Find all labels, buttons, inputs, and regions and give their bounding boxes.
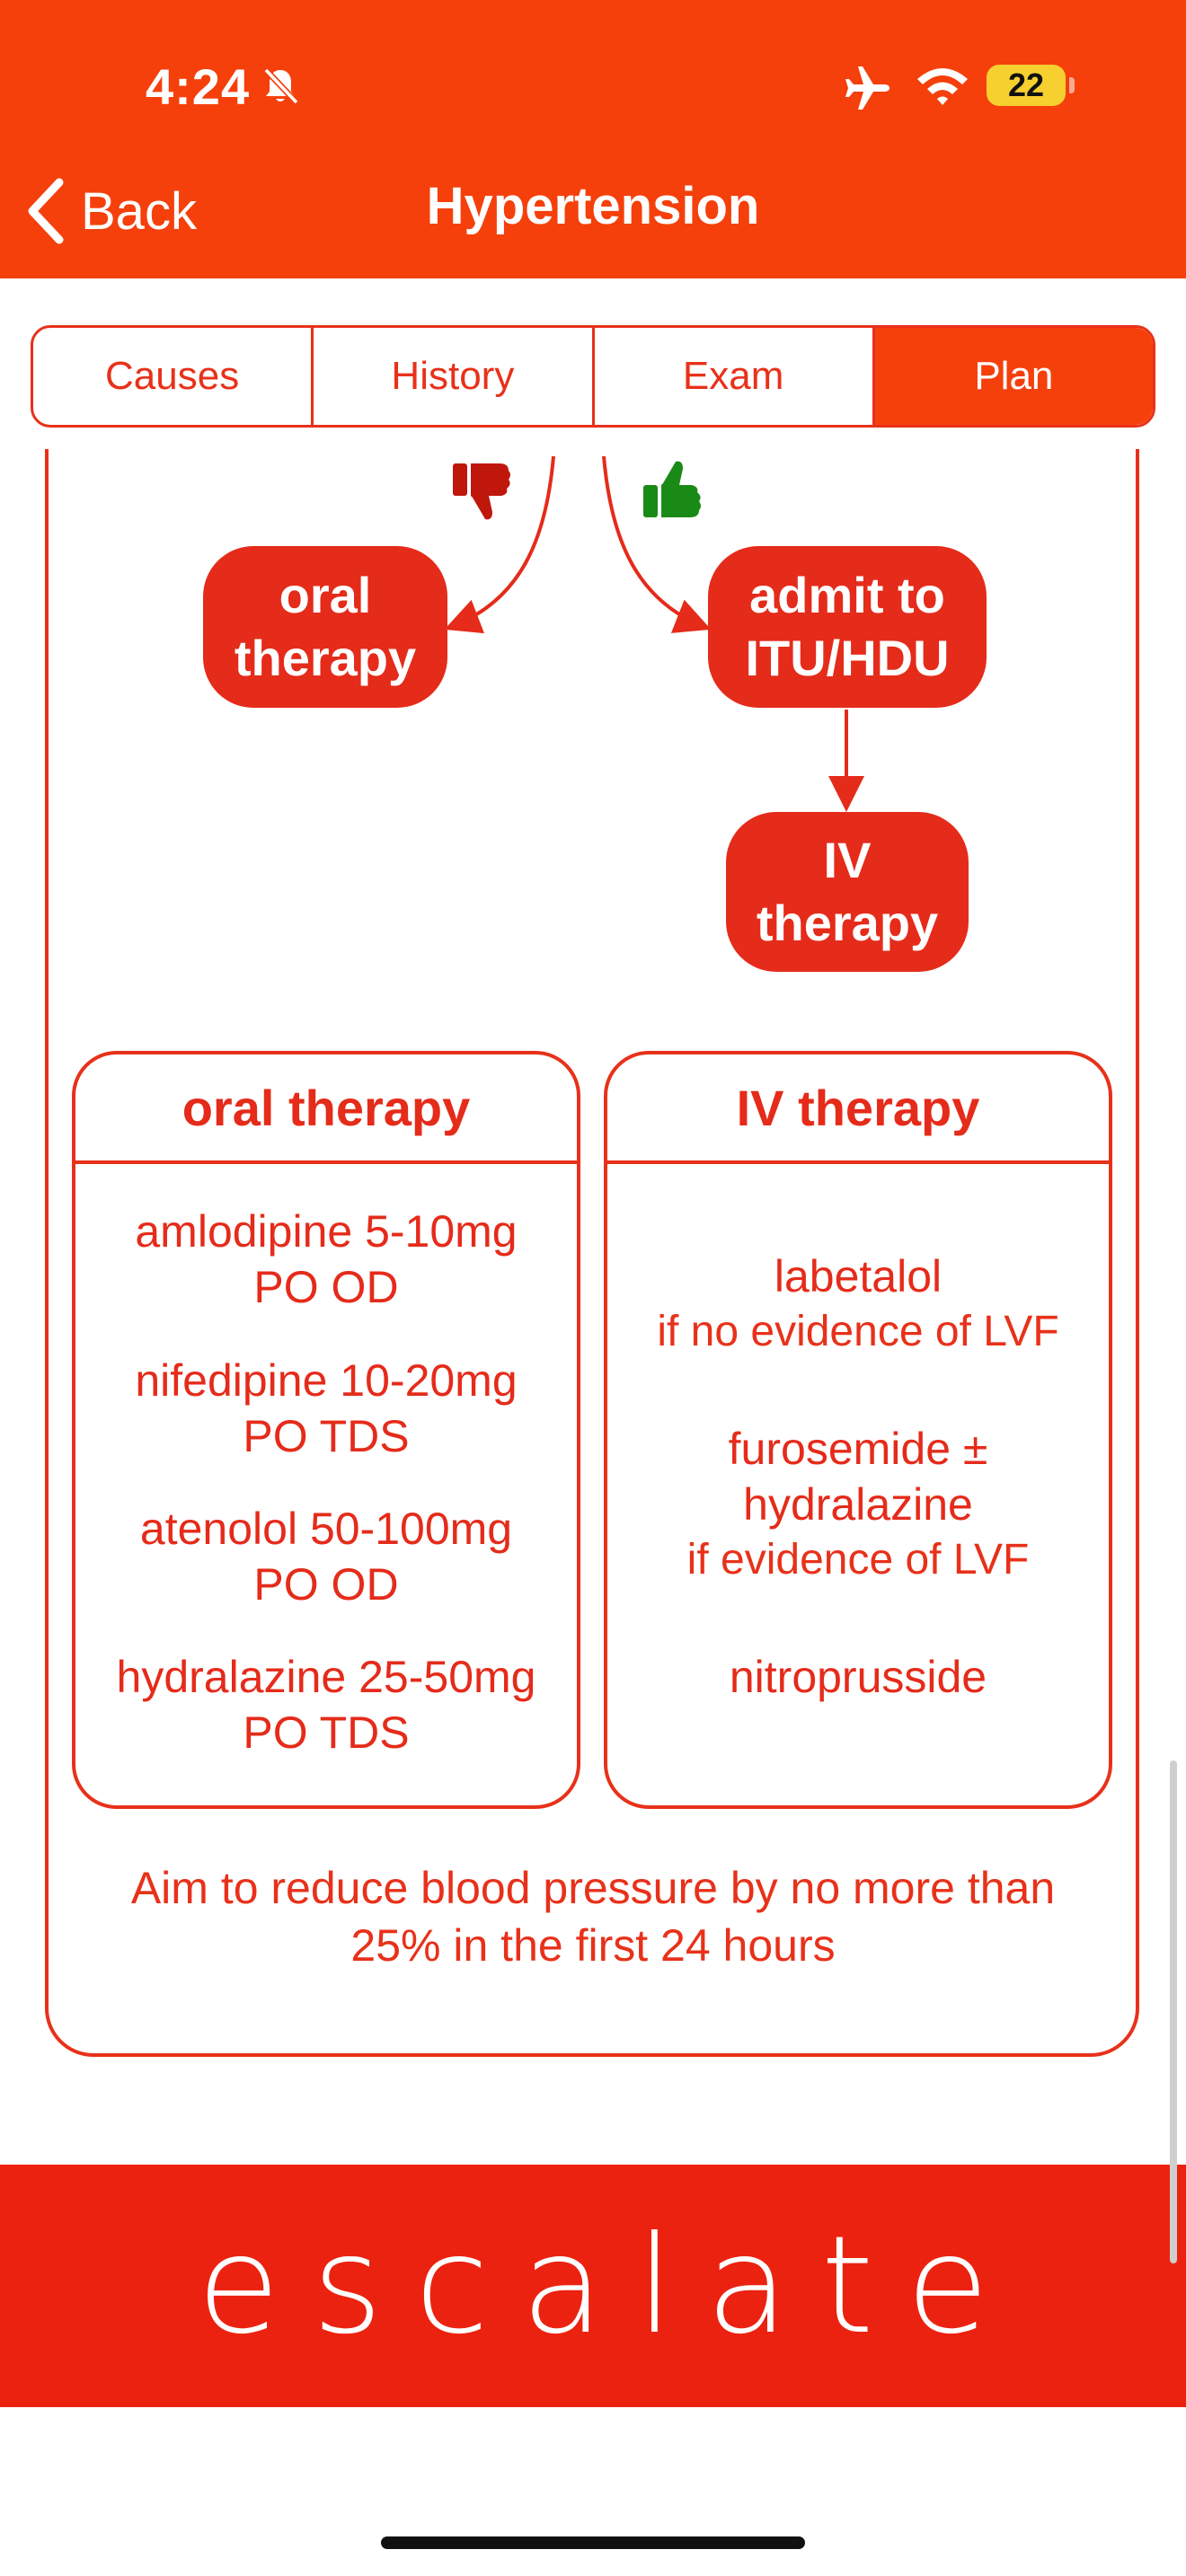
iv-therapy-box: IV therapy labetalol if no evidence of L… [604, 1051, 1112, 1809]
oral-drug-atenolol: atenolol 50-100mg PO OD [75, 1501, 577, 1612]
section-tabs: Causes History Exam Plan [31, 325, 1155, 428]
escalate-label: escalate [197, 2208, 1022, 2364]
scroll-indicator[interactable] [1170, 1760, 1177, 2263]
drug-name: hydralazine 25-50mg [116, 1652, 536, 1702]
oral-therapy-title: oral therapy [75, 1054, 577, 1164]
airplane-icon [845, 66, 890, 110]
drug-dose: PO OD [253, 1262, 399, 1312]
drug-name: atenolol 50-100mg [139, 1504, 513, 1554]
iv-drug-nitroprusside: nitroprusside [607, 1649, 1109, 1705]
page-title: Hypertension [426, 177, 760, 235]
oral-drug-amlodipine: amlodipine 5-10mg PO OD [75, 1204, 577, 1315]
home-indicator[interactable] [381, 2536, 805, 2549]
node-admit-itu: admit to ITU/HDU [708, 546, 987, 708]
node-oral-line1: oral [279, 567, 372, 623]
node-oral-line2: therapy [234, 630, 417, 686]
node-iv-therapy: IV therapy [726, 812, 969, 972]
iv-drug-labetalol: labetalol if no evidence of LVF [607, 1248, 1109, 1360]
drug-name: labetalol [774, 1251, 943, 1301]
escalate-button[interactable]: escalate [0, 2165, 1186, 2407]
oral-drug-nifedipine: nifedipine 10-20mg PO TDS [75, 1353, 577, 1464]
iv-therapy-title: IV therapy [607, 1054, 1109, 1164]
chevron-left-icon [28, 178, 64, 244]
drug-name: nifedipine 10-20mg [135, 1355, 518, 1406]
oral-drug-hydralazine: hydralazine 25-50mg PO TDS [75, 1649, 577, 1760]
drug-dose: PO OD [253, 1559, 399, 1610]
header-bar: 4:24 22 Back Hypertension [0, 0, 1186, 278]
drug-condition: if evidence of LVF [686, 1536, 1030, 1584]
node-oral-therapy: oral therapy [203, 546, 447, 708]
oral-therapy-box: oral therapy amlodipine 5-10mg PO OD nif… [72, 1051, 580, 1809]
drug-name: hydralazine [743, 1479, 973, 1530]
battery-tip [1069, 77, 1075, 93]
back-button[interactable]: Back [23, 171, 197, 251]
drug-name: furosemide ± [728, 1424, 988, 1474]
iv-drug-furosemide: furosemide ± hydralazine if evidence of … [607, 1421, 1109, 1588]
wifi-icon [917, 68, 968, 105]
back-label: Back [81, 181, 197, 241]
drug-name: nitroprusside [729, 1652, 987, 1702]
tab-history[interactable]: History [314, 328, 595, 425]
bell-slash-icon [263, 67, 299, 105]
aim-note: Aim to reduce blood pressure by no more … [72, 1859, 1114, 1974]
aim-note-line1: Aim to reduce blood pressure by no more … [130, 1863, 1056, 1913]
drug-condition: if no evidence of LVF [657, 1308, 1059, 1355]
node-iv-line1: IV [823, 832, 872, 888]
node-itu-line1: admit to [749, 567, 945, 623]
drug-name: amlodipine 5-10mg [135, 1206, 518, 1257]
node-itu-line2: ITU/HDU [745, 630, 950, 686]
tab-causes[interactable]: Causes [33, 328, 314, 425]
battery-level: 22 [1007, 66, 1045, 103]
battery-icon: 22 [987, 65, 1066, 106]
status-time: 4:24 [146, 58, 251, 115]
node-iv-line2: therapy [756, 895, 939, 951]
tab-exam[interactable]: Exam [595, 328, 875, 425]
drug-dose: PO TDS [243, 1707, 410, 1758]
tab-plan[interactable]: Plan [874, 328, 1153, 425]
plan-card [45, 449, 1139, 2057]
aim-note-line2: 25% in the first 24 hours [350, 1920, 836, 1971]
drug-dose: PO TDS [243, 1411, 410, 1461]
